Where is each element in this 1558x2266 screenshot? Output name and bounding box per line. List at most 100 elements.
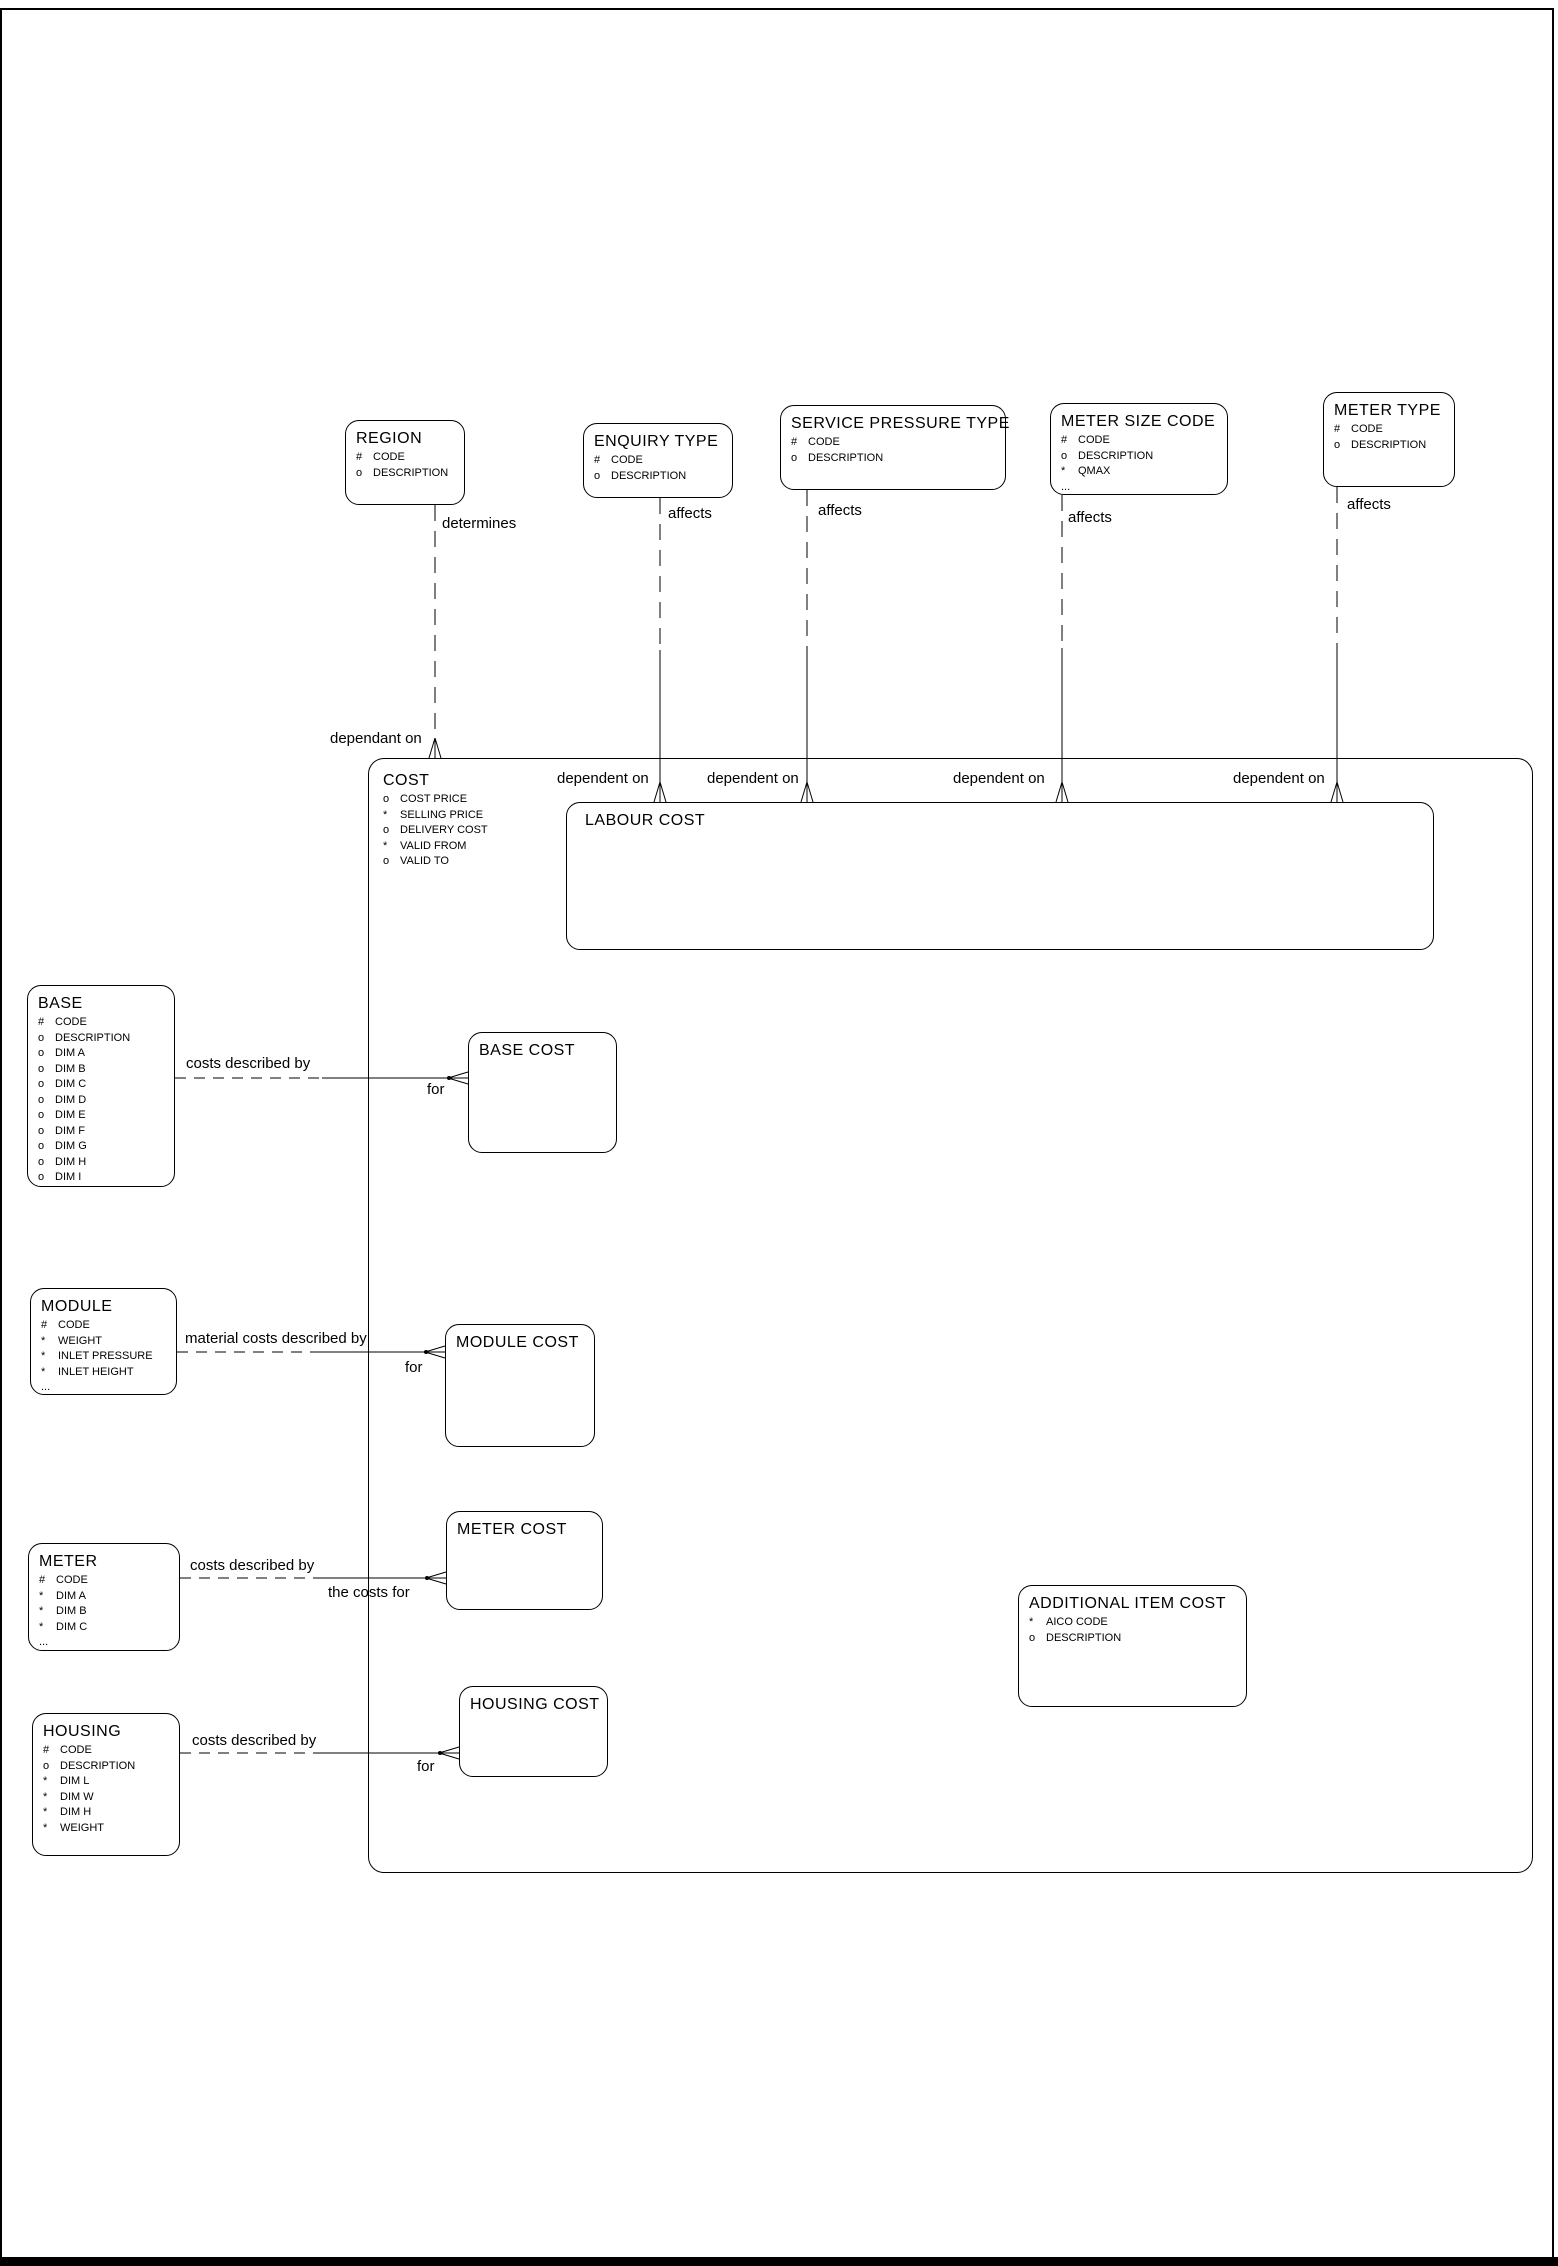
entity-attribute: #CODE: [38, 1016, 87, 1028]
connector-module-module-cost[interactable]: [177, 1345, 446, 1359]
connector-meter-type-labour-cost[interactable]: [1330, 487, 1344, 803]
entity-title: SERVICE PRESSURE TYPE: [791, 415, 1010, 432]
entity-meter[interactable]: METER #CODE*DIM A*DIM B*DIM C...: [28, 1543, 180, 1651]
entity-module[interactable]: MODULE #CODE*WEIGHT*INLET PRESSURE*INLET…: [30, 1288, 177, 1395]
entity-title: BASE COST: [479, 1042, 576, 1059]
relationship-label-determines: determines: [442, 515, 517, 532]
page-border: [0, 8, 1554, 2257]
entity-attribute: #CODE: [39, 1574, 88, 1586]
connector-region-cost[interactable]: [428, 505, 442, 759]
entity-title: LABOUR COST: [585, 812, 706, 829]
page-bottom-bar: [0, 2257, 1558, 2266]
entity-attribute: ...: [41, 1381, 51, 1393]
entity-attribute: *DIM B: [39, 1605, 87, 1617]
entity-attribute: #CODE: [594, 454, 643, 466]
relationship-label-for: for: [405, 1359, 423, 1376]
entity-title: BASE: [38, 995, 83, 1012]
entity-attribute: ...: [39, 1636, 49, 1648]
entity-attribute: #CODE: [791, 436, 840, 448]
relationship-label-dependent-on: dependent on: [557, 770, 649, 787]
entity-attribute: *DIM W: [43, 1790, 94, 1803]
entity-labour-cost[interactable]: LABOUR COST: [566, 802, 1434, 950]
entity-title: ADDITIONAL ITEM COST: [1029, 1595, 1226, 1612]
entity-attribute: *WEIGHT: [41, 1334, 102, 1347]
entity-title: HOUSING COST: [470, 1696, 600, 1713]
relationship-label-dependent-on: dependent on: [1233, 770, 1325, 787]
entity-title: METER COST: [457, 1521, 567, 1538]
relationship-label-dependent-on: dependent on: [953, 770, 1045, 787]
connector-enquiry-type-labour-cost[interactable]: [653, 498, 667, 803]
entity-attribute: *QMAX: [1061, 465, 1111, 477]
entity-housing-cost[interactable]: HOUSING COST: [459, 1686, 608, 1777]
entity-title: METER: [39, 1553, 98, 1570]
connector-housing-housing-cost[interactable]: [180, 1746, 460, 1760]
entity-attribute: #CODE: [1334, 423, 1383, 435]
entity-attribute: *AICO CODE: [1029, 1616, 1108, 1628]
connector-meter-meter-cost[interactable]: [180, 1571, 447, 1585]
relationship-label-costs-described-by: costs described by: [192, 1732, 317, 1749]
relationship-label-affects: affects: [1068, 509, 1112, 526]
relationship-label-affects: affects: [668, 505, 712, 522]
entity-title: REGION: [356, 430, 423, 447]
connector-base-base-cost[interactable]: [175, 1071, 469, 1085]
entity-title: ENQUIRY TYPE: [594, 433, 719, 450]
entity-title: HOUSING: [43, 1723, 122, 1740]
connector-service-pressure-type-labour-cost[interactable]: [800, 490, 814, 803]
connector-meter-size-code-labour-cost[interactable]: [1055, 495, 1069, 803]
entity-base-cost[interactable]: BASE COST: [468, 1032, 617, 1153]
entity-title: METER SIZE CODE: [1061, 413, 1216, 430]
entity-attribute: #CODE: [356, 451, 405, 463]
relationship-label-for: for: [427, 1081, 445, 1098]
entity-title: METER TYPE: [1334, 402, 1441, 419]
entity-attribute: #CODE: [1061, 434, 1110, 446]
relationship-label-costs-described-by: costs described by: [190, 1557, 315, 1574]
relationship-label-material-costs-described-by: material costs described by: [185, 1330, 367, 1347]
relationship-label-dependent-on: dependent on: [707, 770, 799, 787]
entity-attribute: *WEIGHT: [43, 1821, 104, 1834]
entity-module-cost[interactable]: MODULE COST: [445, 1324, 595, 1447]
entity-attribute: *INLET PRESSURE: [41, 1350, 153, 1362]
relationship-label-for: for: [417, 1758, 435, 1775]
entity-attribute: *VALID FROM: [383, 839, 467, 852]
entity-attribute: *DIM A: [39, 1589, 86, 1602]
relationship-label-the-costs-for: the costs for: [328, 1584, 410, 1601]
entity-attrs: #CODE*WEIGHT*INLET PRESSURE*INLET HEIGHT…: [41, 1318, 170, 1396]
entity-attribute: #CODE: [43, 1744, 92, 1756]
relationship-label-costs-described-by: costs described by: [186, 1055, 311, 1072]
entity-title: MODULE COST: [456, 1334, 579, 1351]
entity-attribute: *SELLING PRICE: [383, 808, 484, 821]
entity-meter-cost[interactable]: METER COST: [446, 1511, 603, 1610]
